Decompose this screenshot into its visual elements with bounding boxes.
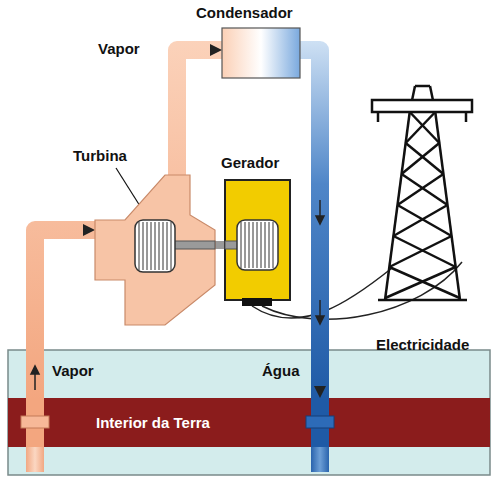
generator-shape (225, 180, 290, 300)
output-label: Electricidade (376, 336, 469, 354)
turbine-rotor (135, 220, 175, 272)
part-label: Gerador (221, 154, 279, 172)
flow-arrow (316, 216, 324, 224)
tower-brace (393, 236, 455, 267)
rotor-blade (139, 222, 140, 270)
tower-brace (406, 143, 444, 174)
rotor-winding (245, 222, 246, 268)
rotor-blade (155, 222, 156, 270)
rotor-blade (151, 222, 152, 270)
rotor-winding (241, 222, 242, 268)
rotor-blade (171, 222, 172, 270)
rotor-winding (253, 222, 254, 268)
flow-label: Vapor (98, 40, 140, 58)
pipe-stub (26, 447, 44, 472)
condenser-body (222, 28, 300, 78)
rotor-blade (147, 222, 148, 270)
pipe-fitting (21, 416, 49, 428)
water-pipe (300, 50, 320, 398)
leader-line (116, 168, 140, 206)
steam-pipe (35, 230, 95, 398)
tower-brace (389, 267, 459, 298)
band-shape (8, 398, 490, 447)
rotor-winding (261, 222, 262, 268)
transmission-tower (372, 86, 472, 300)
pipe-stub (311, 447, 329, 472)
tower-brace (410, 112, 440, 143)
generator-rotor (237, 220, 278, 270)
rotor-winding (273, 222, 274, 268)
tower-brace (402, 174, 448, 205)
tower-brace (398, 174, 444, 205)
flow-label: Água (262, 362, 300, 380)
condenser-box: Condensador (222, 28, 300, 78)
rotor-blade (143, 222, 144, 270)
terminal (242, 298, 272, 306)
turbine-shape (95, 175, 215, 325)
flow-arrow (31, 366, 39, 374)
rotor-winding (249, 222, 250, 268)
rotor-winding (269, 222, 270, 268)
rotor-blade (163, 222, 164, 270)
steam-pipe (177, 50, 222, 175)
turbine-housing: Turbina (95, 175, 215, 325)
turbine-casing (95, 175, 215, 325)
ground (8, 350, 490, 475)
rotor-winding (265, 222, 266, 268)
earth-interior-band: Interior da Terra (8, 398, 490, 447)
earth-band (8, 398, 490, 447)
generator-casing (225, 180, 290, 300)
part-label: Condensador (196, 4, 293, 22)
tower-brace (398, 205, 452, 236)
pipe-fitting (306, 416, 334, 428)
tower-brace (393, 205, 447, 236)
tower-brace (389, 236, 451, 267)
electric-wire (262, 262, 462, 319)
generator-box: Gerador (225, 180, 290, 300)
rotor-blade (159, 222, 160, 270)
rotor-blade (167, 222, 168, 270)
tower-brace (385, 267, 455, 298)
region-label: Interior da Terra (96, 414, 210, 432)
flow-label: Vapor (52, 362, 94, 380)
tower-brace (402, 143, 440, 174)
flow-arrow (316, 316, 324, 324)
drive-shaft (215, 241, 225, 249)
tower-brace (406, 112, 436, 143)
part-label: Turbina (73, 147, 127, 165)
rotor-winding (257, 222, 258, 268)
condenser-shape (222, 28, 300, 78)
